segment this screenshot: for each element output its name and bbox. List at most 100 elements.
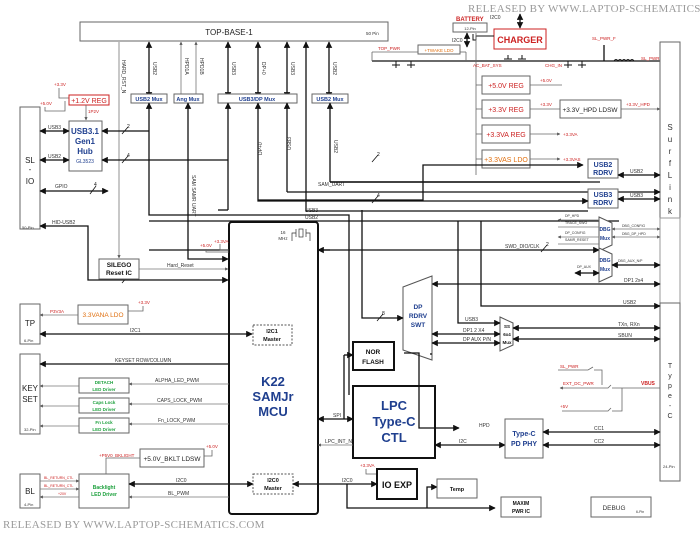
sam-uart-label: SAM_UART xyxy=(318,182,345,188)
charger-label: CHARGER xyxy=(497,35,543,45)
ss-mux-line2: 6x4 xyxy=(503,332,511,337)
dp0-vert: DP+0 xyxy=(258,142,264,155)
led-caps-line2: LED Driver xyxy=(92,407,116,412)
lpc-int-n: LPC_INT_N xyxy=(325,439,352,445)
chg-in-net: CHG_IN xyxy=(545,63,562,68)
reg-1v2: +3.3V +5.0V +1.2V REG 1P2V xyxy=(40,82,110,121)
tp-label: TP xyxy=(25,319,35,328)
rdrv2-width: 2 xyxy=(377,152,380,158)
sl-io-pins: 50-Pin xyxy=(22,225,34,230)
surflink-letter: S xyxy=(667,123,672,132)
cc1-label: CC1 xyxy=(594,426,604,432)
lpc-line3: CTL xyxy=(381,430,406,445)
usb2-mux-right-label: USB2 Mux xyxy=(316,97,344,103)
sl-hid-usb2-label: HID-USB2 xyxy=(52,220,76,226)
mcu-k22: K22 SAMJr MCU xyxy=(228,221,319,515)
i2c0-battery-label: I2C0 xyxy=(452,38,463,44)
ldo-3v3vana-label: 3.3VANA LDO xyxy=(82,312,123,319)
bklt-out: +P5V0_BKLIGHT xyxy=(99,453,135,458)
led-driver-detach: DETACH LED Driver xyxy=(78,377,130,394)
usb3-rdrv-line1: USB3 xyxy=(594,192,613,199)
bklt-i2c0: I2C0 xyxy=(176,478,187,484)
led-detach-line1: DETACH xyxy=(95,380,113,385)
dbg1-dbg-dp-hpd: DBG_DP_HPD xyxy=(622,232,646,236)
watermark-bottom: RELEASED BY WWW.LAPTOP-SCHEMATICS.COM xyxy=(3,519,265,531)
vbus-sl-pwr: SL_PWR xyxy=(560,364,579,369)
io-exp-i2c: I2C0 xyxy=(342,478,353,484)
tp-i2c1: I2C1 xyxy=(130,328,141,334)
debug-pins: 6-Pin xyxy=(636,510,644,514)
bl-label: BL xyxy=(25,487,35,496)
mcu-line2: SAMJr xyxy=(252,389,293,404)
dbg2-aux-np: DBG_AUX_N/P xyxy=(618,259,643,263)
io-exp-rail: +3.3VA xyxy=(360,463,375,468)
sig-hpd1a: HPD1A xyxy=(183,58,189,75)
dbg1-dbg-config: DBG_CONFIG xyxy=(622,224,645,228)
regulator-3v3: +3.3V REG +3.3V xyxy=(476,99,560,119)
rdrv3-width: 4 xyxy=(377,193,380,199)
bklt-pwm: BL_PWM xyxy=(168,491,189,497)
crystal-unit: MHz xyxy=(278,236,288,241)
usb2-vert: USB2 xyxy=(332,140,338,153)
ang-mux-label: Ang Mux xyxy=(176,97,200,103)
nor-line1: NOR xyxy=(366,349,381,356)
typec-letter: p xyxy=(668,383,672,390)
dbg-mux2-line2: Mux xyxy=(600,267,610,273)
lpc-line1: LPC xyxy=(381,398,408,413)
battery-connector: BATTERY 12-Pin xyxy=(452,17,488,33)
ldo-3v3vana: 3.3VANA LDO xyxy=(77,304,129,325)
typec-pins: 24-Pin xyxy=(663,464,675,469)
i2c0-line1: I2C0 xyxy=(267,478,279,484)
sl-usb3-label: USB3 xyxy=(48,125,61,131)
bl-pins: 4-Pin xyxy=(24,502,33,507)
maxim-line2: PWR IC xyxy=(512,509,530,515)
vbus-5v: +5V xyxy=(560,404,568,409)
lpc-typec-ctl: LPC Type-C CTL xyxy=(352,385,436,459)
typec-sbu: SBUN xyxy=(618,333,632,339)
ang-mux: Ang Mux xyxy=(173,93,204,104)
sl-io-label3: IO xyxy=(26,177,34,186)
silego-line2: Reset IC xyxy=(106,270,132,277)
surflink-letter: n xyxy=(668,195,672,204)
dbg-mux-2: DBG Mux xyxy=(598,247,613,283)
dbg2-dp-aux: DP_AUX xyxy=(577,265,592,269)
typec-letter: y xyxy=(668,373,672,380)
i2c0-line2: Master xyxy=(264,486,283,492)
ss-mux-line3: Mux xyxy=(503,340,512,345)
sig-hpd1b: HPD1B xyxy=(198,58,204,75)
reg-3v3a-out: +3.3VA xyxy=(563,132,578,137)
reg-3v3a-label: +3.3VA REG xyxy=(486,132,525,139)
usb3-rdrv-line2: RDRV xyxy=(593,200,613,207)
temp-sensor: Temp xyxy=(436,478,478,499)
sl-pwr-f-net: SL_PWR_F xyxy=(592,36,616,41)
reg-3v3-out: +3.3V xyxy=(540,102,552,107)
typec-letter: - xyxy=(669,403,672,410)
temp-label: Temp xyxy=(450,487,465,493)
usb3-rdrv-sig: USB3 xyxy=(630,193,643,199)
dbg-mux-1: DBG Mux xyxy=(598,216,613,252)
swd-width: 2 xyxy=(546,242,549,248)
backlight-led-driver: Backlight LED Driver xyxy=(78,473,130,509)
dbg1-dp-hpd: DP_HPD xyxy=(565,214,580,218)
bklt-ldsw: +5.0V_BKLT LDSW xyxy=(139,448,205,468)
pd-phy-line2: PD PHY xyxy=(511,441,537,448)
battery-pins: 12-Pin xyxy=(464,26,476,31)
dp-rdrv-swt: DP RDRV SWT xyxy=(402,275,433,361)
spi-label: SPI xyxy=(333,413,341,419)
dbg1-dp-config: DP_CONFIG xyxy=(565,231,586,235)
mcu-rail-3v3a: +3.3VA xyxy=(214,239,229,244)
usb2-mux-right: USB2 Mux xyxy=(311,93,349,104)
hpd-ldsw-label: +3.3V_HPD LDSW xyxy=(562,107,618,114)
hard-reset-label: Hard_Reset xyxy=(167,263,194,269)
keyset-line2: SET xyxy=(22,395,38,404)
watermark-top: RELEASED BY WWW.LAPTOP-SCHEMATICS.COM xyxy=(468,3,700,15)
keyset-line1: KEY xyxy=(22,384,39,393)
bklt-in: +5.0V xyxy=(206,444,218,449)
dp-rdrv-line3: SWT xyxy=(411,322,425,329)
dp1-2x4-label: DP1 2x4 xyxy=(624,278,643,284)
sl-usb2-label: USB2 xyxy=(48,154,61,160)
hpd-ldsw: +3.3V_HPD LDSW +3.3V_HPD xyxy=(559,99,661,119)
sig-usb2b: USB2 xyxy=(331,62,337,75)
gpio-width: 4 xyxy=(94,182,97,188)
